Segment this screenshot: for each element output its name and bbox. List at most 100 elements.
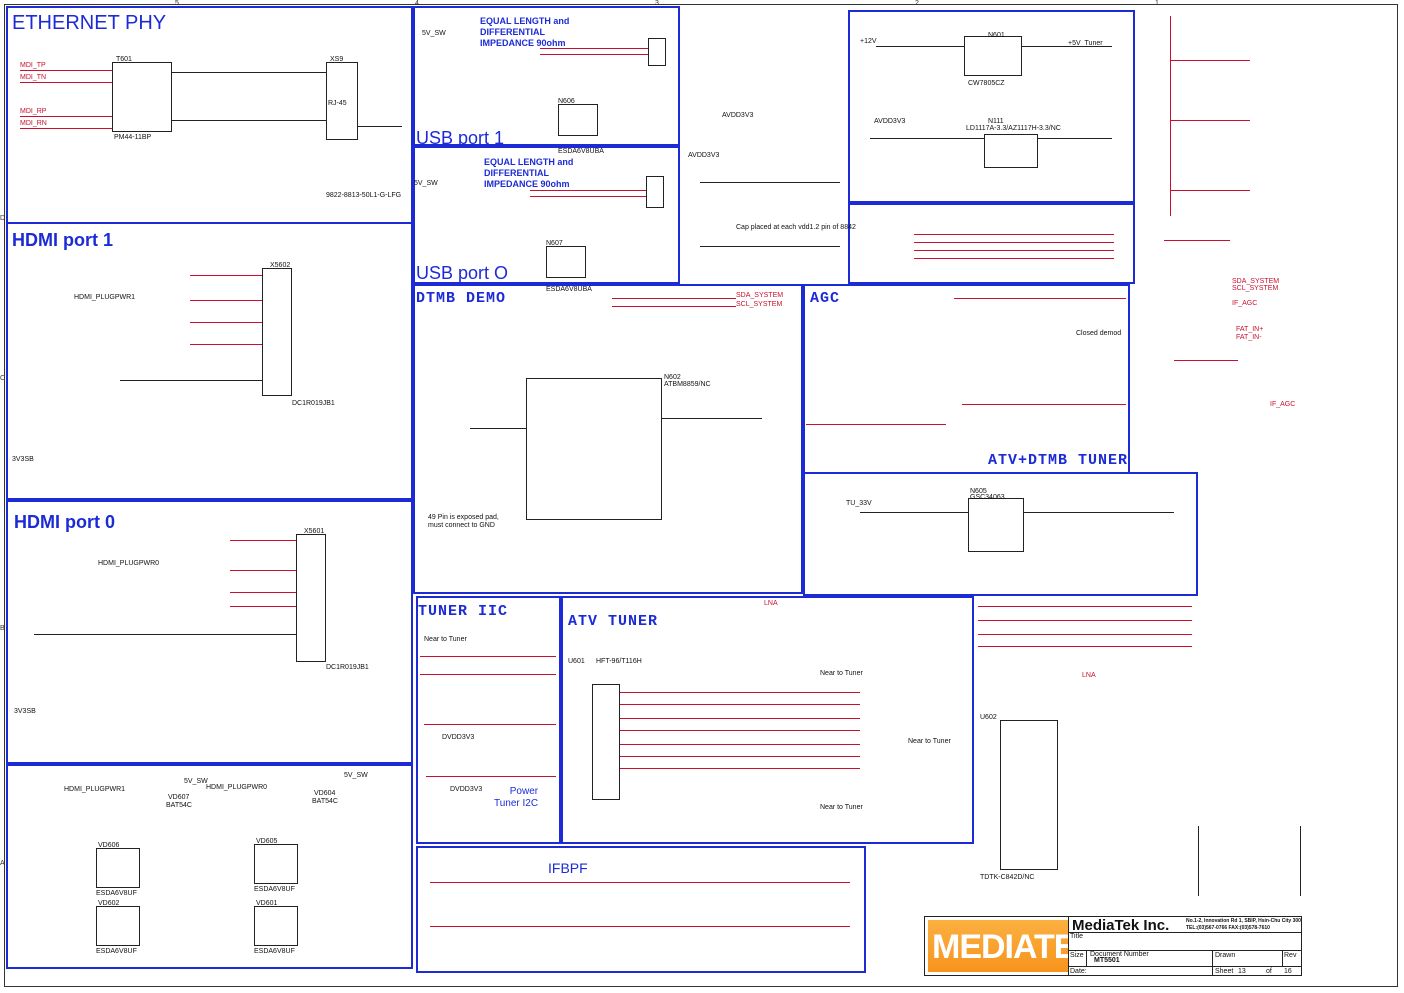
- wire-agc-dif: [954, 298, 1126, 299]
- wire-hdmi0-rx2: [230, 540, 296, 541]
- wire-atv-6: [620, 756, 860, 757]
- atv-near-tuner-c: Near to Tuner: [820, 804, 863, 811]
- wire-atv-1: [620, 692, 860, 693]
- right-fat-in-p: FAT_IN+: [1236, 326, 1264, 333]
- regulator-n601: [964, 36, 1022, 76]
- tb-divider-v2: [1086, 950, 1087, 966]
- wire-atv-7: [620, 768, 860, 769]
- company-name: MediaTek Inc.: [1072, 917, 1170, 934]
- wire-usb1-dp: [540, 48, 648, 49]
- tuner-iic-block: [416, 596, 561, 844]
- net-3v3sb-0: 3V3SB: [14, 708, 36, 715]
- tb-sheet-total: 16: [1284, 968, 1292, 975]
- n605-label: N605: [970, 488, 987, 495]
- wire-usb0-dm: [530, 196, 646, 197]
- wire-3v3-in: [870, 138, 984, 139]
- wire-usb1-dm: [540, 54, 648, 55]
- exposed-pad-note: 49 Pin is exposed pad, must connect to G…: [428, 514, 499, 529]
- vd601-part: ESDA6V8UF: [254, 948, 295, 955]
- company-address: No.1-2, Innovation Rd 1, SBIP, Hsin-Chu …: [1186, 918, 1301, 924]
- dtmb-demod-ic: [526, 378, 662, 520]
- hft-label: HFT-96/T116H: [596, 658, 642, 665]
- net-mdi-tp: MDI_TP: [20, 62, 46, 69]
- usb1-esd-ic: [558, 104, 598, 136]
- ruler-left-C: C: [0, 375, 6, 382]
- usb1-connector: [648, 38, 666, 66]
- tb-divider-h1: [1068, 932, 1302, 933]
- wire-right-a: [1170, 60, 1250, 61]
- tb-docnum-label: Document Number: [1090, 951, 1149, 958]
- wire-lna-inductors: [1198, 826, 1199, 896]
- usb-port1-block: [413, 6, 680, 146]
- hdmi-port1-title: HDMI port 1: [12, 230, 113, 250]
- tb-sheet-num: 13: [1238, 968, 1246, 975]
- rj45-label: RJ-45: [328, 100, 347, 107]
- ruler-left-D: D: [0, 215, 6, 222]
- x5602-label: X5602: [270, 262, 291, 269]
- bat54c-b: BAT54C: [312, 798, 338, 805]
- wire-hdmi0-ddc: [34, 634, 296, 635]
- wire-hdmi1-rxc: [190, 344, 262, 345]
- wire-dtmb-scl: [612, 306, 736, 307]
- mediatek-logo-text: MEDIATEK: [932, 928, 1100, 966]
- tb-title-label: Title: [1070, 933, 1083, 940]
- wire-scl-system: [978, 606, 1192, 607]
- wire-dtmb-vdd: [470, 428, 526, 429]
- wire-3v3-out: [1038, 138, 1112, 139]
- vd606-part: ESDA6V8UF: [96, 890, 137, 897]
- tb-drawn-label: Drawn: [1215, 952, 1236, 959]
- net-12v: +12V: [860, 38, 877, 45]
- wire-atv-2: [620, 704, 860, 705]
- tb-of-label: of: [1266, 968, 1272, 975]
- wire-stuner-sda: [424, 724, 556, 725]
- wire-if-in-p: [430, 926, 850, 927]
- wire-tx: [172, 72, 326, 73]
- dtmb-demo-title: DTMB DEMO: [416, 290, 507, 307]
- vd606-label: VD606: [98, 842, 120, 849]
- agc-block: [803, 284, 1130, 474]
- power-tuner-i2c-title: Power Tuner I2C: [494, 786, 539, 809]
- right-sda-system: SDA_SYSTEM: [1232, 278, 1280, 285]
- wire-cap-rail-2: [700, 182, 840, 183]
- tuner-iic-title: TUNER IIC: [418, 603, 509, 620]
- bat54c-a: BAT54C: [166, 802, 192, 809]
- wire-cap-rail: [700, 246, 840, 247]
- esd-ic-vd601: [254, 906, 298, 946]
- net-mdi-rn: MDI_RN: [20, 120, 47, 127]
- vd605-part: ESDA6V8UF: [254, 886, 295, 893]
- ruler-top-2: 2: [915, 0, 919, 7]
- wire-tuner-data2: [420, 674, 556, 675]
- ifbpf-title: IFBPF: [548, 860, 588, 876]
- wire-atv-4: [620, 730, 860, 731]
- wire-ts-clk: [914, 234, 1114, 235]
- wire-lna-inductors-2: [1300, 826, 1301, 896]
- wire-hdmi1-ddc: [120, 380, 262, 381]
- tb-sheet-label: Sheet: [1215, 968, 1234, 975]
- usb0-esd-ic: [546, 246, 586, 278]
- regulator-n111: [984, 134, 1038, 168]
- wire-mdi-rn: [20, 128, 112, 129]
- wire-usb0-dp: [530, 190, 646, 191]
- company-tel: TEL:(03)567-0766 FAX:(03)578-7610: [1186, 925, 1270, 931]
- ruler-top-3: 3: [655, 0, 659, 7]
- n601-label: N601: [988, 32, 1005, 39]
- esd-5vsw-b: 5V_SW: [344, 772, 368, 779]
- net-mdi-tn: MDI_TN: [20, 74, 47, 81]
- hdmi1-conn-part: DC1R019JB1: [292, 400, 335, 407]
- wire-atv-5: [620, 744, 860, 745]
- wire-mdi-rp: [20, 116, 112, 117]
- wire-right-usb: [1164, 240, 1230, 241]
- jack-part-label: 9822-8813-50L1-G-LFG: [326, 192, 402, 199]
- power-converter-block: [803, 472, 1198, 596]
- gsc-label: GSC34063: [970, 494, 1005, 501]
- ruler-top-5: 5: [175, 0, 179, 7]
- usb0-esd-part: ESDA6V8UBA: [546, 286, 592, 293]
- right-if-agc: IF_AGC: [1270, 401, 1296, 408]
- wire-tu33v: [860, 512, 968, 513]
- atv-lna: LNA: [764, 600, 778, 607]
- cw7805-label: CW7805CZ: [968, 80, 1005, 87]
- wire-hdmi1-rx1: [190, 300, 262, 301]
- n606-label: N606: [558, 98, 575, 105]
- wire-12v-out: [1024, 512, 1174, 513]
- wire-stuner-scl: [426, 776, 556, 777]
